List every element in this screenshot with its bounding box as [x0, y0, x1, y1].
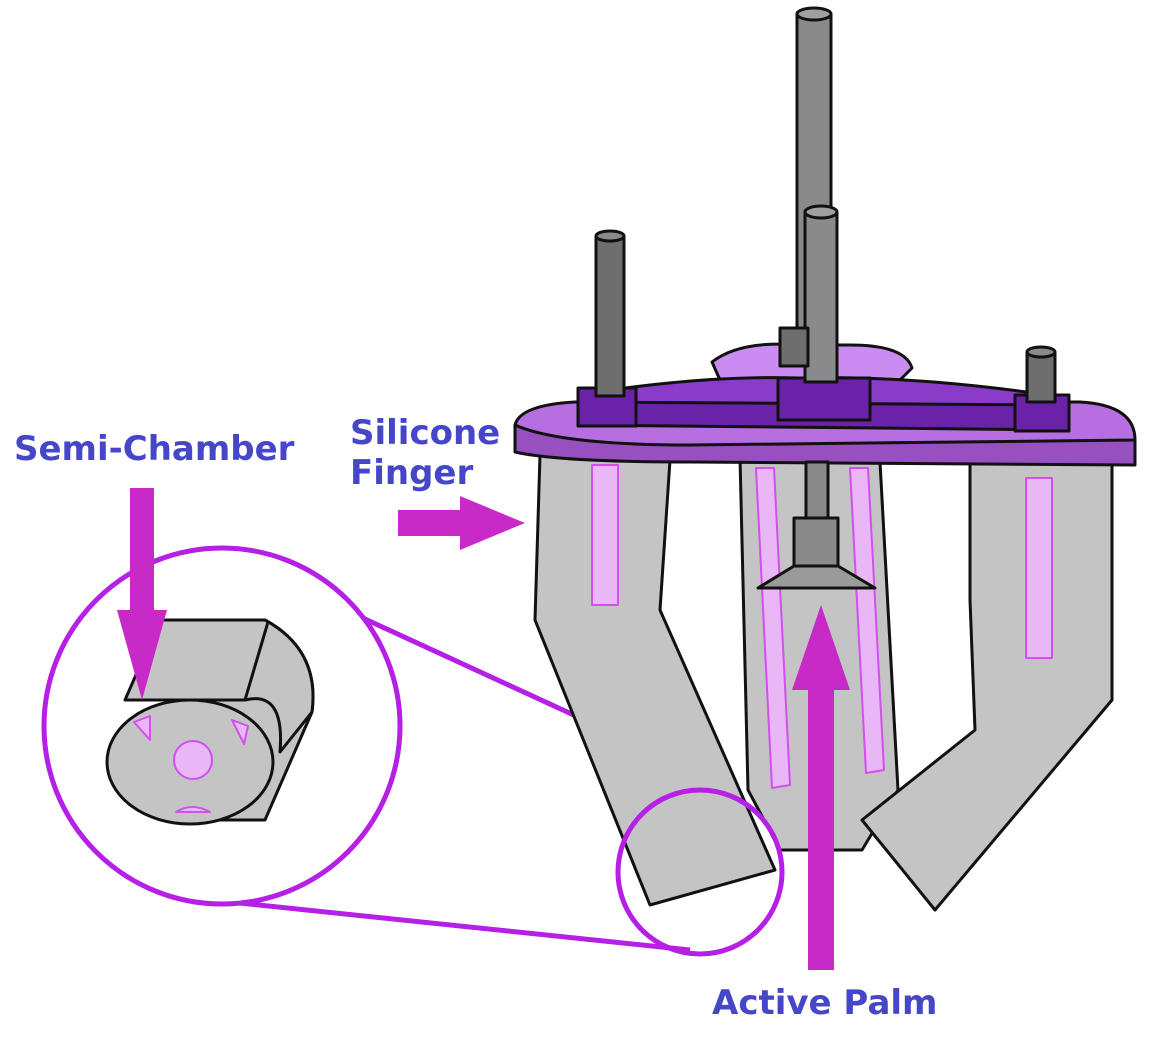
arrow-right-icon [398, 496, 525, 550]
chamber-strip-left [591, 464, 619, 606]
finger-edge [243, 621, 270, 701]
chamber-bottom [175, 806, 211, 813]
finger-cross-section [105, 618, 315, 826]
chamber-right [231, 719, 249, 745]
gripper [513, 6, 1137, 912]
rod-center-short-top [803, 204, 839, 220]
chamber-center [173, 740, 213, 780]
rod-center-tall-top [795, 6, 833, 22]
rod-center-short [803, 210, 839, 384]
finger-left [533, 453, 777, 907]
rod-left [594, 234, 626, 398]
chamber-strip-right [1025, 477, 1053, 659]
rod-right-top [1025, 345, 1057, 359]
palm-cup [756, 564, 877, 590]
callout-line-bottom [229, 899, 691, 953]
rod-left-top [594, 229, 626, 243]
arrow-up-icon [792, 605, 850, 970]
zoom-circle-small [615, 787, 785, 957]
finger-right [860, 458, 1114, 912]
chamber-left [133, 715, 151, 741]
rod-connector [778, 326, 810, 368]
active-palm-label: Active Palm [712, 983, 938, 1023]
palm-collar [792, 516, 840, 568]
arrow-down-icon [117, 488, 167, 700]
semi-chamber-label: Semi-Chamber [14, 429, 295, 469]
finger-top-face [123, 618, 315, 754]
silicone-finger-label-line-1: Silicone [350, 413, 501, 453]
palm-stem [804, 460, 830, 524]
chamber-strip-back-1 [755, 467, 791, 789]
bracket-pad-center [776, 376, 872, 422]
chamber-strip-back-2 [849, 467, 885, 774]
rod-right [1025, 350, 1057, 404]
silicone-finger-label-line-2: Finger [350, 453, 474, 493]
